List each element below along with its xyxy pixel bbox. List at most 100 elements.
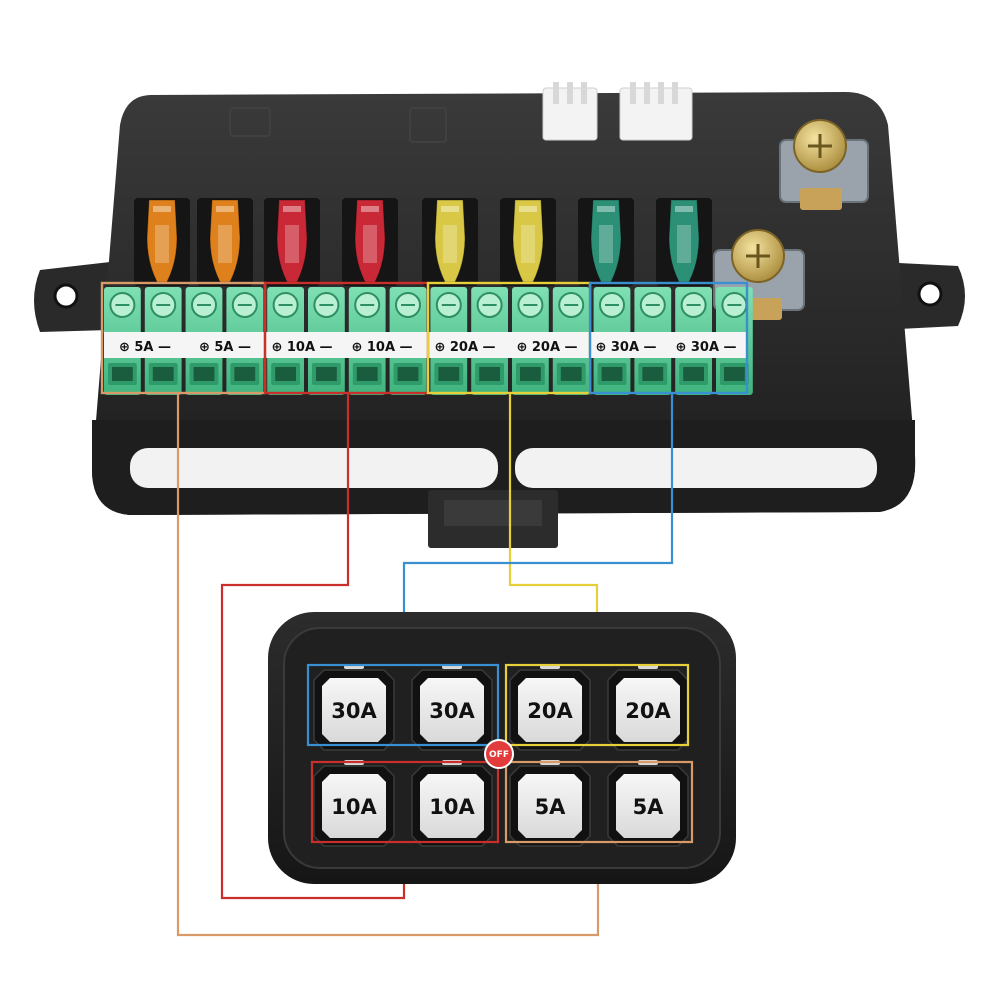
group-outline-10a [310,760,500,844]
key-cap [616,774,680,838]
plus-mark: ⊕ [271,340,286,355]
minus-mark: — [238,340,251,355]
wire-entry-hole [560,367,582,381]
wire-entry-hole [642,367,664,381]
slot-left [130,448,498,488]
fuse-8[interactable] [656,198,712,286]
fuse-highlight [441,206,459,212]
terminal-label-1: ⊕ 5A — [119,340,171,355]
rating-text: 10A [367,340,400,355]
wire-entry-hole [520,367,541,381]
plus-mark: ⊕ [516,340,531,355]
group-outline-20a [504,663,690,747]
fuse-highlight [283,206,301,212]
switch-key-10a-6[interactable]: 10A [411,760,493,847]
key-label: 20A [625,699,671,723]
key-label: 20A [527,699,573,723]
wire-entry-hole [234,367,256,381]
switch-keys: 30A 30A 20A 20A 10A 10A 5A 5A [313,664,689,847]
plus-mark: ⊕ [434,340,449,355]
rating-text: 5A [214,340,238,355]
power-stud-icon[interactable] [779,119,869,210]
wire-entry-hole [112,367,133,381]
slot-right [515,448,877,488]
minus-mark: — [320,340,333,355]
wire-entry-hole [275,367,296,381]
switch-key-5a-7[interactable]: 5A [509,760,591,847]
fuse-4[interactable] [342,198,398,286]
terminal-label-2: ⊕ 5A — [199,340,251,355]
wire-entry-hole [316,367,337,381]
key-label: 10A [331,795,377,819]
power-off-badge[interactable]: OFF [484,739,514,769]
wire-entry-hole [152,367,174,381]
wire-entry-hole [683,367,704,381]
rating-text: 10A [287,340,320,355]
fuse-window [677,225,691,263]
fuse-3[interactable] [264,198,320,286]
fuse-window [285,225,299,263]
switch-key-20a-4[interactable]: 20A [607,664,689,751]
minus-mark: — [158,340,171,355]
key-cap [322,774,386,838]
fuse-1[interactable] [134,198,190,286]
fuse-2[interactable] [197,198,253,286]
fuse-highlight [675,206,693,212]
rating-text: 30A [691,340,724,355]
switch-panel: 30A 30A 20A 20A 10A 10A 5A 5A OFF [268,612,736,884]
terminal-label-7: ⊕ 30A — [595,340,656,355]
terminal-group-30a [588,281,749,395]
terminal-label-5: ⊕ 20A — [434,340,495,355]
terminal-label-4: ⊕ 10A — [351,340,412,355]
wire-entry-hole [356,367,378,381]
minus-mark: — [565,340,578,355]
plus-mark: ⊕ [351,340,366,355]
fuse-7[interactable] [578,198,634,286]
key-label: 30A [331,699,377,723]
plus-mark: ⊕ [675,340,690,355]
switch-key-30a-2[interactable]: 30A [411,664,493,751]
key-label: 5A [535,795,567,819]
4-pin-connector[interactable] [619,82,693,141]
switch-key-10a-5[interactable]: 10A [313,760,395,847]
switch-key-20a-3[interactable]: 20A [509,664,591,751]
wire-entry-hole [724,367,745,381]
fuse-window [363,225,377,263]
fuse-window [521,225,535,263]
fuse-highlight [597,206,615,212]
key-cap [420,678,484,742]
group-outline-30a [306,663,500,747]
minus-mark: — [400,340,413,355]
fuse-box: ⊕ 5A —⊕ 5A —⊕ 10A —⊕ 10A —⊕ 20A —⊕ 20A —… [34,82,965,548]
minus-mark: — [483,340,496,355]
wire-entry-hole [438,367,460,381]
rating-text: 30A [611,340,644,355]
terminal-screw[interactable] [593,287,631,395]
plus-mark: ⊕ [595,340,610,355]
key-cap [420,774,484,838]
rating-text: 5A [134,340,158,355]
power-off-label: OFF [489,750,509,760]
latch-inner [444,500,542,526]
fuse-window [155,225,169,263]
3-pin-connector[interactable] [542,82,598,141]
key-label: 5A [633,795,665,819]
mounting-hole-left [53,283,79,309]
key-cap [322,678,386,742]
minus-mark: — [724,340,737,355]
fuse-row [134,198,712,286]
wire-10a [220,392,406,900]
switch-key-5a-8[interactable]: 5A [607,760,689,847]
wire-entry-hole [479,367,500,381]
key-cap [518,678,582,742]
plus-mark: ⊕ [199,340,214,355]
wire-entry-hole [193,367,215,381]
fuse-highlight [153,206,171,212]
mounting-hole-right [917,281,943,307]
fuse-6[interactable] [500,198,556,286]
fuse-5[interactable] [422,198,478,286]
switch-key-30a-1[interactable]: 30A [313,664,395,751]
terminal-label-strip [104,332,746,358]
key-label: 30A [429,699,475,723]
